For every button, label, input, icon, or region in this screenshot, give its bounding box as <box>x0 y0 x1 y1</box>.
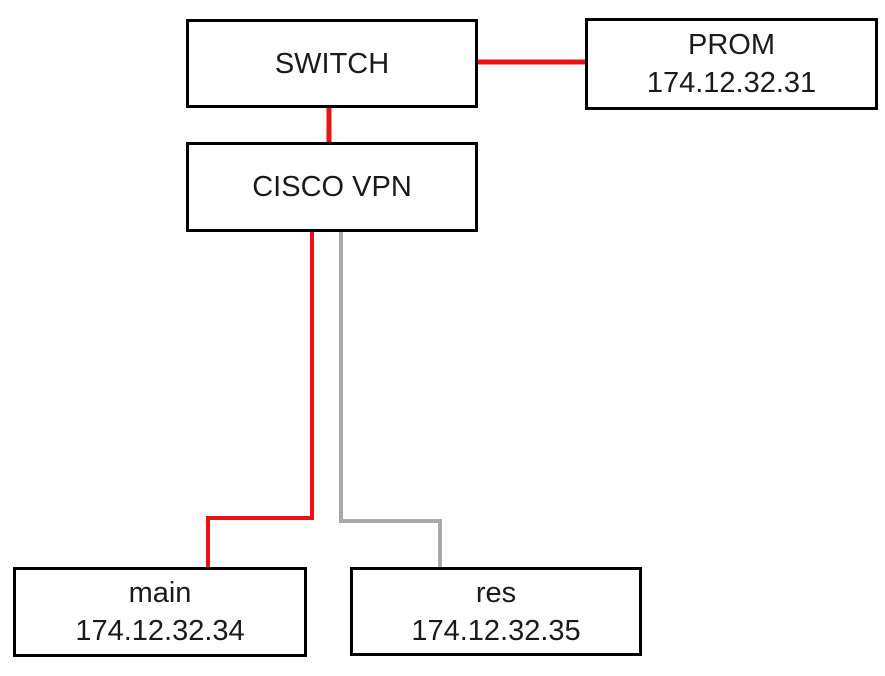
edge-cisco-res <box>339 230 442 569</box>
edge-cisco-main <box>206 230 314 569</box>
node-prom-ip: 174.12.32.31 <box>646 67 817 99</box>
node-res-label: res <box>475 576 517 609</box>
node-prom-label: PROM <box>688 29 775 61</box>
node-switch-label: SWITCH <box>274 47 390 80</box>
node-main: main 174.12.32.34 <box>13 567 307 657</box>
node-res: res 174.12.32.35 <box>350 567 642 656</box>
node-cisco-vpn: CISCO VPN <box>186 142 478 232</box>
node-main-label: main <box>128 577 192 609</box>
node-res-ip: 174.12.32.35 <box>411 614 581 647</box>
node-switch: SWITCH <box>186 19 478 108</box>
node-main-ip: 174.12.32.34 <box>75 615 245 647</box>
node-prom: PROM 174.12.32.31 <box>585 18 878 110</box>
node-cisco-vpn-label: CISCO VPN <box>252 171 412 203</box>
